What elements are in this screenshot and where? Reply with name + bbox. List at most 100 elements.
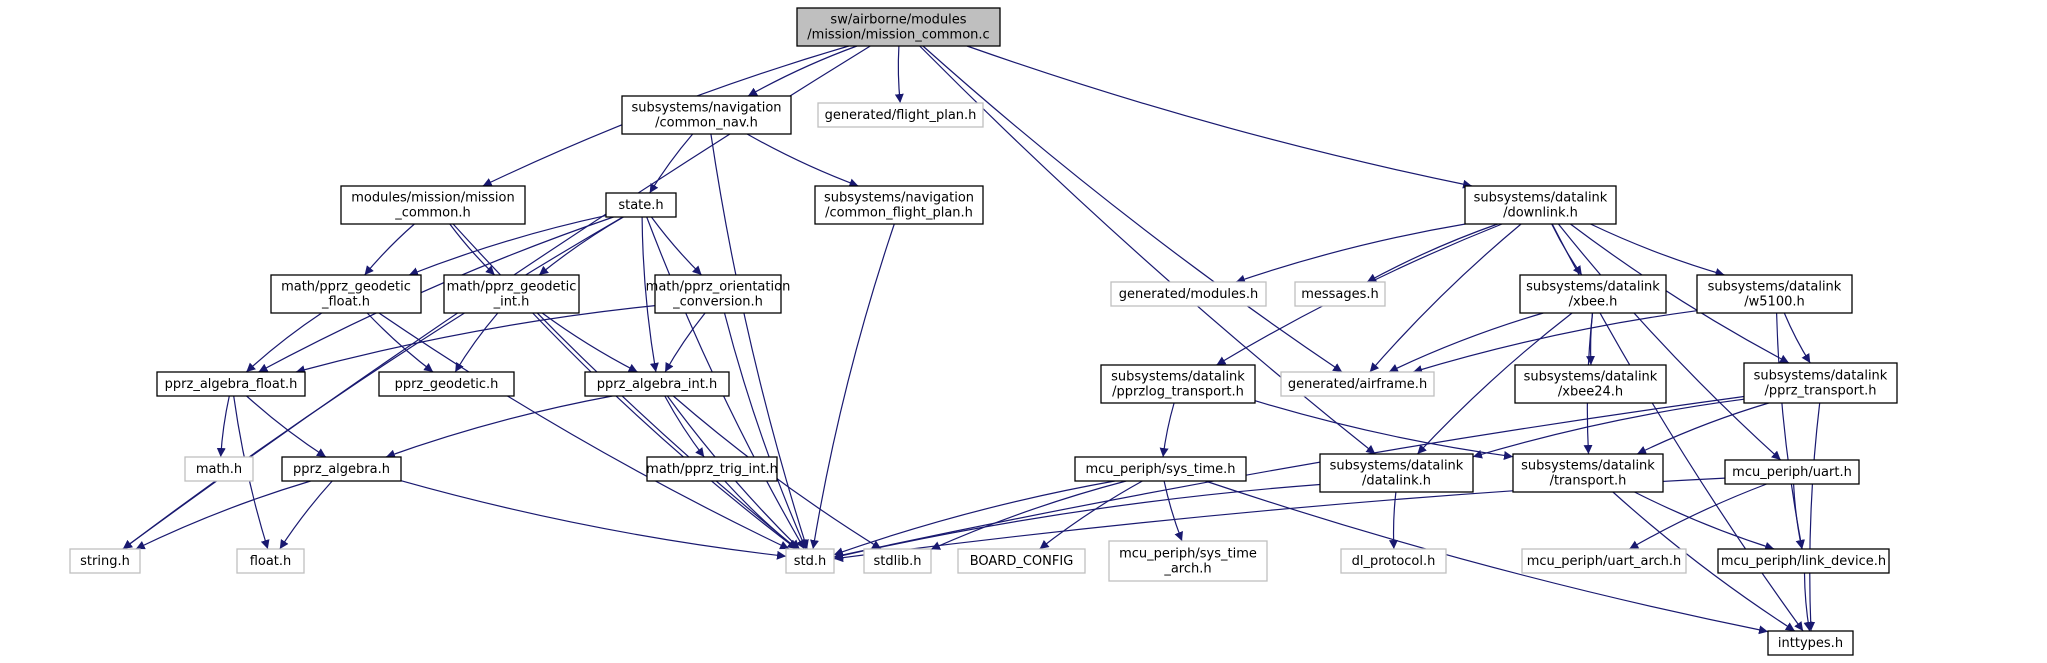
node-transport[interactable]: subsystems/datalink/transport.h: [1512, 453, 1664, 493]
node-geodetic_int[interactable]: math/pprz_geodetic_int.h: [443, 274, 580, 314]
edge-mission_common_h-to-geodetic_float: [364, 223, 415, 276]
edge-orientation-to-algebra_int: [664, 312, 706, 373]
node-link_device[interactable]: mcu_periph/link_device.h: [1717, 548, 1890, 574]
node-box: [814, 185, 984, 225]
node-label: subsystems/datalink: [1524, 370, 1658, 385]
edge-line: [833, 480, 1115, 556]
node-orientation[interactable]: math/pprz_orientation_conversion.h: [646, 274, 791, 314]
node-dl_protocol: dl_protocol.h: [1340, 548, 1447, 574]
node-xbee[interactable]: subsystems/datalink/xbee.h: [1519, 274, 1667, 314]
node-w5100[interactable]: subsystems/datalink/w5100.h: [1696, 274, 1853, 314]
edge-uart-to-uart_arch: [1629, 483, 1767, 550]
node-box: [1514, 364, 1667, 404]
edge-state-to-algebra_int: [641, 216, 659, 373]
edge-mission_common_h-to-geodetic_int: [449, 223, 496, 276]
node-string_h: string.h: [69, 548, 141, 574]
node-label: subsystems/datalink: [1521, 459, 1655, 474]
node-trig_int[interactable]: math/pprz_trig_int.h: [646, 456, 778, 482]
edge-line: [724, 480, 798, 550]
node-sys_time[interactable]: mcu_periph/sys_time.h: [1074, 456, 1247, 482]
edge-line: [1369, 223, 1522, 373]
node-algebra_int[interactable]: pprz_algebra_int.h: [584, 371, 730, 397]
edge-line: [258, 216, 614, 373]
node-box: [378, 371, 515, 397]
edge-datalink-to-dl_protocol: [1388, 491, 1398, 550]
edge-root-to-airframe: [922, 45, 1343, 373]
node-uart[interactable]: mcu_periph/uart.h: [1724, 459, 1860, 485]
node-flight_plan: generated/flight_plan.h: [817, 102, 984, 128]
node-math_h: math.h: [184, 456, 254, 482]
edge-line: [747, 45, 858, 97]
edge-line: [541, 312, 638, 373]
edge-pprzlog-to-sys_time: [1159, 402, 1175, 458]
edge-geodetic_float-to-algebra_float: [245, 312, 323, 373]
node-box: [340, 185, 526, 225]
edge-downlink-to-airframe: [1369, 223, 1522, 373]
node-pprz_geodetic[interactable]: pprz_geodetic.h: [378, 371, 515, 397]
edge-common_nav-to-common_flight_plan: [746, 133, 859, 188]
node-common_nav[interactable]: subsystems/navigation/common_nav.h: [621, 95, 792, 135]
node-gen_modules: generated/modules.h: [1110, 281, 1267, 307]
edge-sys_time-to-std_h: [833, 480, 1115, 556]
edge-common_nav-to-state: [649, 133, 694, 194]
edge-line: [966, 45, 1473, 189]
edge-line: [366, 312, 434, 373]
node-datalink[interactable]: subsystems/datalink/datalink.h: [1319, 453, 1474, 493]
node-box: [1340, 548, 1447, 574]
node-downlink[interactable]: subsystems/datalink/downlink.h: [1464, 185, 1617, 225]
node-xbee24[interactable]: subsystems/datalink/xbee24.h: [1514, 364, 1667, 404]
edge-algebra_int-to-pprz_algebra: [385, 395, 613, 459]
edge-downlink-to-w5100: [1590, 223, 1725, 277]
node-box: [1519, 274, 1667, 314]
node-mission_common_h[interactable]: modules/mission/mission_common.h: [340, 185, 526, 225]
node-label: /common_flight_plan.h: [825, 206, 973, 221]
node-geodetic_float[interactable]: math/pprz_geodetic_float.h: [270, 274, 422, 314]
edge-line: [408, 215, 607, 276]
node-box: [270, 274, 422, 314]
node-label: math/pprz_orientation: [646, 280, 791, 295]
node-box: [863, 548, 932, 574]
node-label: mcu_periph/sys_time.h: [1085, 462, 1235, 477]
edge-line: [216, 395, 230, 458]
node-common_flight_plan[interactable]: subsystems/navigation/common_flight_plan…: [814, 185, 984, 225]
node-box: [236, 548, 305, 574]
edge-orientation-to-std_h: [723, 312, 807, 550]
edge-sys_time-to-board_config: [1039, 480, 1143, 550]
edge-geodetic_int-to-algebra_int: [541, 312, 638, 373]
node-label: mcu_periph/sys_time: [1119, 547, 1257, 562]
edge-line: [710, 133, 809, 550]
node-box: [1743, 362, 1898, 404]
edge-line: [1570, 223, 1790, 364]
node-root[interactable]: sw/airborne/modules/mission/mission_comm…: [796, 7, 1001, 47]
node-pprz_transport[interactable]: subsystems/datalink/pprz_transport.h: [1743, 362, 1898, 404]
edge-line: [1590, 223, 1725, 277]
edge-line: [810, 223, 895, 550]
node-label: modules/mission/mission: [351, 191, 515, 206]
node-box: [1319, 453, 1474, 493]
node-pprzlog[interactable]: subsystems/datalink/pprzlog_transport.h: [1100, 364, 1256, 404]
edge-line: [1039, 480, 1143, 550]
node-label: /common_nav.h: [655, 116, 758, 131]
node-box: [1512, 453, 1664, 493]
edge-line: [664, 312, 706, 373]
node-algebra_float[interactable]: pprz_algebra_float.h: [156, 371, 306, 397]
node-label: subsystems/datalink: [1708, 280, 1842, 295]
node-uart_arch: mcu_periph/uart_arch.h: [1521, 548, 1687, 574]
edge-line: [894, 45, 904, 104]
edge-xbee-to-datalink: [1416, 312, 1573, 455]
edge-line: [1806, 402, 1821, 632]
edge-line: [1783, 312, 1811, 364]
node-box: [1696, 274, 1853, 314]
node-state[interactable]: state.h: [605, 192, 677, 218]
edge-sys_time-to-sys_time_arch: [1163, 480, 1183, 542]
node-label: sw/airborne/modules: [830, 13, 966, 28]
edge-line: [930, 480, 1127, 550]
edge-algebra_int-to-trig_int: [664, 395, 705, 458]
node-sys_time_arch: mcu_periph/sys_time_arch.h: [1108, 540, 1268, 582]
node-pprz_algebra[interactable]: pprz_algebra.h: [281, 456, 402, 482]
edge-root-to-common_nav: [747, 45, 858, 97]
edge-geodetic_int-to-std_h: [532, 312, 797, 550]
edge-link_device-to-inttypes_h: [1803, 572, 1813, 632]
node-box: [1464, 185, 1617, 225]
node-inttypes_h[interactable]: inttypes.h: [1767, 630, 1854, 656]
